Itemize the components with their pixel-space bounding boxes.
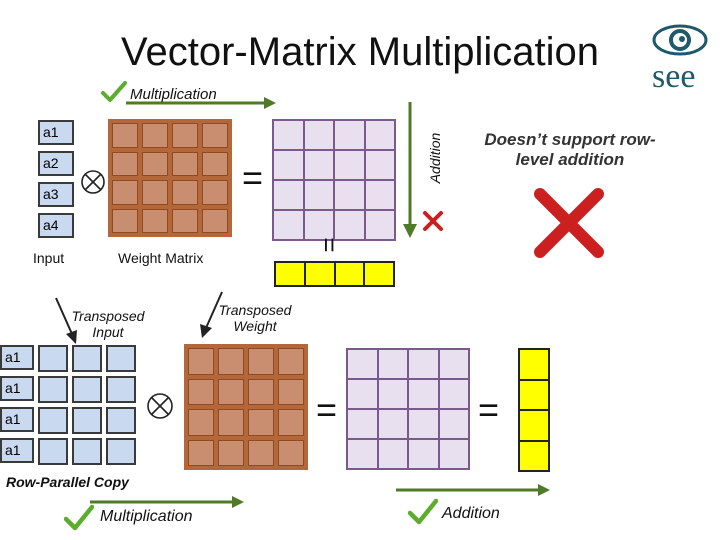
row-copy-labels: a1 a1 a1 a1 <box>0 345 40 465</box>
input-cell: a3 <box>38 182 74 207</box>
unsupported-note: Doesn’t support row-level addition <box>484 130 656 169</box>
logo: see <box>648 22 712 95</box>
copy-matrix <box>38 345 136 465</box>
input-cell: a4 <box>38 213 74 238</box>
check-icon <box>64 504 94 531</box>
transposed-input-arrow <box>55 297 77 344</box>
output-matrix-bottom <box>346 348 470 470</box>
equals-sign-bottom-left: = <box>316 389 338 430</box>
tensor-product-icon <box>147 393 173 419</box>
equals-sign-top: = <box>242 157 264 198</box>
multiplication-label-top: Multiplication <box>130 86 217 103</box>
weight-matrix-label: Weight Matrix <box>118 250 204 266</box>
multiplication-label-bottom: Multiplication <box>100 508 193 525</box>
result-row <box>274 261 395 287</box>
big-cross-icon <box>534 188 604 258</box>
copy-cell: a1 <box>0 438 34 463</box>
weight-matrix <box>108 119 232 237</box>
addition-label-top: Addition <box>427 132 443 184</box>
tensor-product-icon <box>81 170 105 194</box>
output-matrix <box>272 119 396 241</box>
transposed-input-label: Transposed Input <box>71 308 145 340</box>
copy-cell: a1 <box>0 407 34 432</box>
input-cell: a2 <box>38 151 74 176</box>
eye-swirl-icon <box>652 24 708 56</box>
addition-label-bottom: Addition <box>442 505 500 522</box>
input-cell: a1 <box>38 120 74 145</box>
input-vector: a1 a2 a3 a4 <box>38 120 74 240</box>
small-cross-icon <box>423 211 443 231</box>
page-title: Vector-Matrix Multiplication <box>121 30 599 74</box>
transposed-weight-arrow <box>200 291 223 338</box>
multiplication-arrow-bottom <box>90 496 244 508</box>
addition-arrow-top <box>403 102 417 238</box>
transposed-weight-matrix <box>184 344 308 470</box>
copy-cell: a1 <box>0 345 34 370</box>
row-parallel-label: Row-Parallel Copy <box>6 474 129 490</box>
check-icon <box>101 81 127 102</box>
multiplication-arrow-top <box>126 97 276 109</box>
check-icon <box>408 498 438 525</box>
logo-text: see <box>652 58 696 95</box>
input-label: Input <box>33 250 65 266</box>
addition-arrow-bottom <box>396 484 550 496</box>
result-column <box>518 348 550 472</box>
transposed-weight-label: Transposed Weight <box>218 302 292 334</box>
copy-cell: a1 <box>0 376 34 401</box>
equals-sign-bottom-right: = <box>478 389 500 430</box>
equals-sign-vertical: = <box>314 237 345 253</box>
